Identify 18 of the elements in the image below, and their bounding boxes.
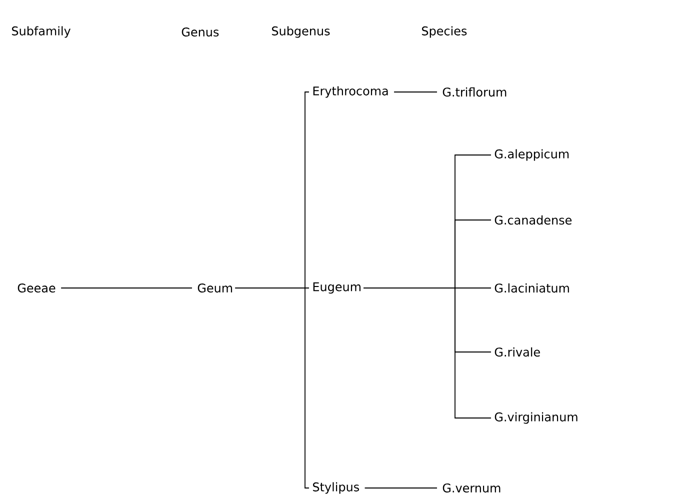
column-heading: Subfamily — [12, 26, 71, 38]
taxon-name: Eugeum — [313, 282, 360, 294]
tree-line — [363, 288, 492, 418]
column-heading: Subgenus — [272, 26, 330, 38]
taxon-name: Erythrocoma — [313, 86, 388, 98]
taxon-name: Geeae — [18, 283, 56, 293]
tree-line — [234, 288, 310, 488]
taxon-name: G.rivale — [494, 347, 540, 357]
taxon-name: Stylipus — [312, 482, 360, 494]
taxon-name: G.virginianum — [494, 412, 578, 424]
taxon-name: G.vernum — [442, 483, 500, 493]
column-heading: Genus — [182, 27, 219, 37]
taxon-name: G.aleppicum — [494, 149, 569, 161]
taxon-name: G.canadense — [494, 215, 572, 225]
taxon-name: Geum — [198, 283, 232, 293]
taxon-name: G.triflorum — [442, 87, 506, 97]
taxon-name: G.laciniatum — [494, 283, 569, 293]
column-heading: Species — [422, 26, 467, 38]
